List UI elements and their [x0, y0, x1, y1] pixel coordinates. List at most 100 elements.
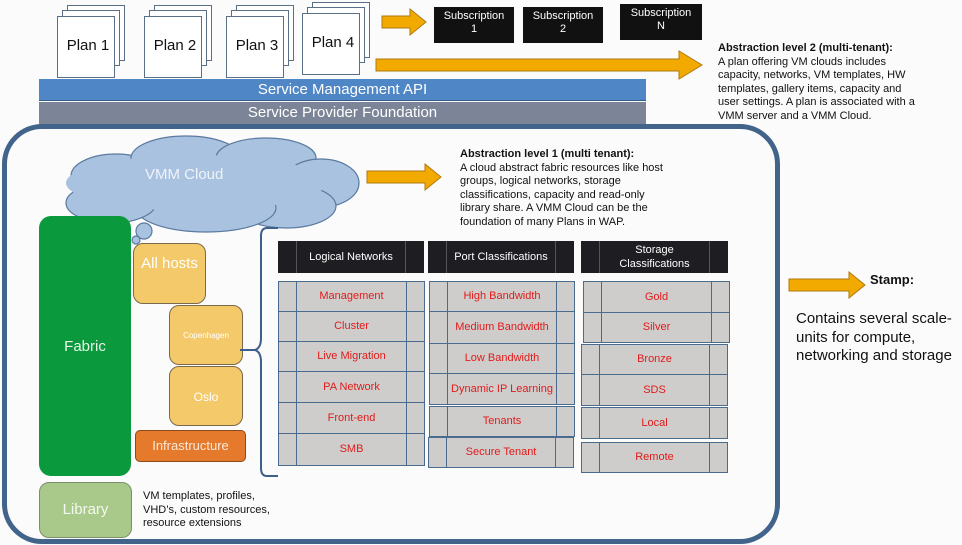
cell-label: Local	[641, 416, 668, 429]
service-provider-foundation-layer: Service Provider Foundation	[39, 102, 646, 124]
note-line: templates, gallery items, capacity and	[718, 82, 902, 95]
library-block: Library	[39, 482, 132, 538]
arrow-right-icon	[381, 8, 427, 36]
plan-label: Plan 4	[311, 34, 355, 51]
plan-label: Plan 3	[235, 37, 279, 54]
subscription-number: 2	[559, 23, 567, 35]
subscription-n: Subscription N	[620, 4, 702, 40]
cell-label: Management	[319, 290, 384, 302]
plan-sheet	[226, 16, 284, 78]
port-classification-item: Medium Bandwidth	[429, 311, 575, 344]
logical-network-item: Management	[278, 281, 425, 312]
storage-classification-item: SDS	[581, 374, 728, 406]
subscription-number: N	[657, 20, 665, 32]
port-classification-item: High Bandwidth	[429, 281, 575, 312]
cell-label: SDS	[643, 383, 666, 396]
logical-network-item: Front-end	[278, 402, 425, 434]
port-classification-item: Tenants	[429, 406, 575, 437]
library-note: VM templates, profiles, VHD’s, custom re…	[143, 490, 270, 531]
port-classification-item: Dynamic IP Learning	[429, 373, 575, 405]
arrow-right-icon	[366, 163, 442, 191]
host-group-copenhagen: Copenhagen	[169, 305, 243, 365]
logical-networks-header: Logical Networks	[278, 241, 424, 273]
cell-label: Silver	[642, 321, 671, 333]
port-classification-item: Secure Tenant	[428, 437, 574, 468]
note-line: library share. A VMM Cloud can be the	[460, 202, 648, 214]
cell-label: Live Migration	[317, 350, 386, 362]
port-classifications-header: Port Classifications	[428, 241, 574, 273]
note-line: A cloud abstract fabric resources like h…	[460, 161, 663, 174]
cell-label: SMB	[339, 443, 364, 455]
header-label: Storage Classifications	[619, 244, 690, 270]
note-line: foundation of many Plans in WAP.	[460, 215, 626, 228]
host-group-label: Oslo	[193, 390, 219, 404]
plan-4: Plan 4	[302, 2, 370, 75]
plan-sheet	[302, 13, 360, 75]
host-group-oslo: Oslo	[169, 366, 243, 426]
host-group-label: Copenhagen	[183, 331, 229, 340]
note-title: Abstraction level 2 (multi-tenant):	[718, 42, 893, 54]
cell-label: Gold	[644, 290, 669, 303]
subscription-title: Subscription	[532, 10, 594, 22]
note-title: Abstraction level 1 (multi tenant):	[460, 148, 635, 160]
subscription-number: 1	[470, 23, 478, 35]
note-line: VM templates, profiles,	[143, 490, 255, 502]
storage-classification-item: Gold	[583, 281, 730, 313]
cell-label: Bronze	[637, 353, 672, 365]
note-line: capacity, networks, VM templates, HW	[718, 69, 906, 81]
cell-label: Tenants	[482, 415, 522, 427]
vmm-cloud-icon	[65, 135, 360, 245]
fabric-block: Fabric	[39, 216, 131, 476]
header-label: Port Classifications	[454, 251, 548, 263]
service-management-api-layer: Service Management API	[39, 79, 646, 101]
storage-classification-item: Bronze	[581, 344, 728, 375]
infrastructure-block: Infrastructure	[135, 430, 246, 462]
host-group-all-hosts: All hosts	[133, 243, 206, 304]
host-group-label: All hosts	[141, 255, 198, 272]
fabric-label: Fabric	[64, 338, 106, 355]
abstraction-level-2-note: Abstraction level 2 (multi-tenant): A pl…	[718, 42, 958, 123]
cell-label: PA Network	[323, 380, 380, 393]
cell-label: Front-end	[327, 411, 376, 424]
logical-network-item: Cluster	[278, 311, 425, 342]
stamp-title: Stamp:	[870, 272, 915, 287]
note-line: user settings. A plan is associated with…	[718, 96, 915, 108]
storage-classification-item: Remote	[581, 442, 728, 473]
storage-classification-item: Silver	[583, 312, 730, 343]
subscription-title: Subscription	[443, 10, 505, 22]
cell-label: Dynamic IP Learning	[451, 382, 553, 395]
storage-classification-item: Local	[581, 407, 728, 439]
plan-1: Plan 1	[57, 5, 125, 78]
note-line: groups, logical networks, storage	[460, 175, 621, 187]
note-line: classifications, capacity and read-only	[460, 188, 645, 201]
brace-connector-icon	[240, 227, 278, 477]
cell-label: Low Bandwidth	[464, 352, 540, 364]
cell-label: Secure Tenant	[465, 446, 537, 458]
plan-3: Plan 3	[226, 5, 294, 78]
plan-sheet	[144, 16, 202, 78]
cell-label: High Bandwidth	[463, 290, 541, 302]
plan-sheet	[57, 16, 115, 78]
note-line: resource extensions	[143, 517, 242, 529]
cell-label: Medium Bandwidth	[455, 321, 549, 333]
storage-classifications-header: Storage Classifications	[581, 241, 728, 273]
logical-network-item: SMB	[278, 433, 425, 466]
note-line: VMM server and a VMM Cloud.	[718, 109, 872, 122]
stamp-description: Contains several scale-units for compute…	[796, 310, 952, 364]
port-classification-item: Low Bandwidth	[429, 343, 575, 374]
stamp-frame	[2, 124, 780, 544]
subscription-2: Subscription 2	[523, 7, 603, 43]
note-line: VHD’s, custom resources,	[143, 503, 270, 516]
plan-label: Plan 1	[66, 37, 110, 54]
logical-network-item: PA Network	[278, 371, 425, 403]
arrow-right-icon	[788, 271, 866, 299]
cell-label: Remote	[635, 451, 674, 463]
vmm-cloud-label: VMM Cloud	[145, 166, 224, 183]
logical-network-item: Live Migration	[278, 341, 425, 372]
header-label: Logical Networks	[309, 251, 393, 263]
subscription-1: Subscription 1	[434, 7, 514, 43]
plan-2: Plan 2	[144, 5, 212, 78]
note-line: A plan offering VM clouds includes	[718, 55, 886, 68]
subscription-title: Subscription	[630, 7, 692, 19]
abstraction-level-1-note: Abstraction level 1 (multi tenant): A cl…	[460, 148, 710, 229]
